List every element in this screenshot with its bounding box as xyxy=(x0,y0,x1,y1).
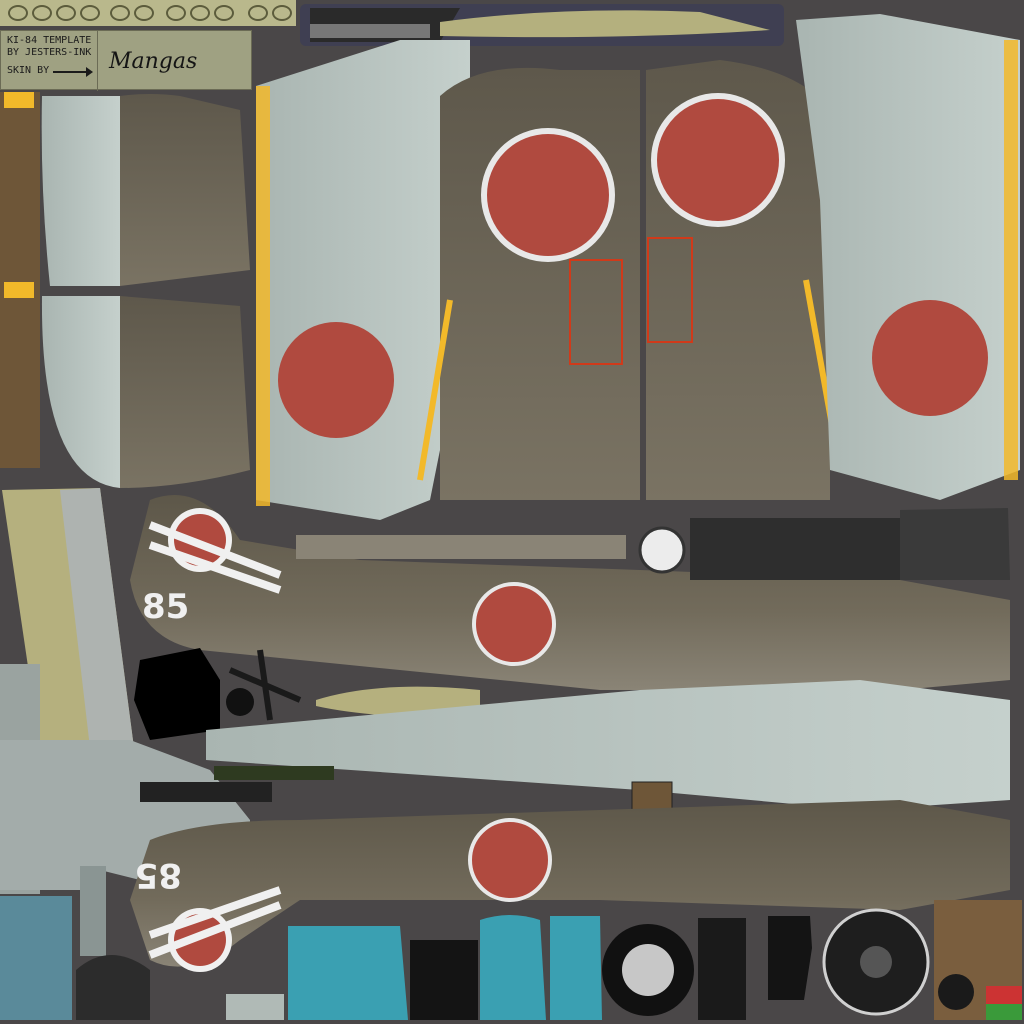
lightening-hole xyxy=(272,5,292,21)
gear-leg xyxy=(80,866,106,956)
tail-wheel xyxy=(638,526,686,574)
cockpit-interior-dark xyxy=(410,940,478,1020)
cockpit-interior-left xyxy=(288,926,408,1020)
canopy-frame-strip xyxy=(300,4,784,46)
lightening-hole xyxy=(110,5,130,21)
tailplane-upper xyxy=(41,94,250,286)
antenna-strip xyxy=(214,766,334,780)
small-panel xyxy=(226,994,284,1020)
template-author: BY JESTERS-INK xyxy=(7,47,92,58)
cowling-front xyxy=(900,508,1010,580)
lightening-hole xyxy=(8,5,28,21)
lightening-hole xyxy=(190,5,210,21)
skin-by-label: SKIN BY xyxy=(7,65,50,76)
wood-panel-hole xyxy=(938,974,974,1010)
lightening-hole xyxy=(166,5,186,21)
lightening-hole xyxy=(32,5,52,21)
lightening-hole xyxy=(248,5,268,21)
engine-hub xyxy=(860,946,892,978)
exhaust-strip xyxy=(140,782,272,802)
propeller xyxy=(228,649,302,721)
template-title: KI-84 TEMPLATE xyxy=(7,35,92,46)
yellow-marker xyxy=(4,92,34,108)
cockpit-seat xyxy=(480,915,546,1020)
fuselage-side-right xyxy=(130,800,1010,972)
yellow-marker xyxy=(4,282,34,298)
black-part xyxy=(134,648,220,740)
lightening-hole xyxy=(134,5,154,21)
fuselage-top-strip xyxy=(296,535,626,559)
fuselage-underside xyxy=(206,680,1010,810)
black-disc xyxy=(226,688,254,716)
fuselage-number-right: 85 xyxy=(135,855,182,895)
rib-strip-top xyxy=(0,0,296,26)
fuselage-side-left xyxy=(130,495,1010,690)
seat-back xyxy=(550,916,602,1020)
cowling-dark xyxy=(690,518,900,580)
arrow-icon xyxy=(53,67,93,77)
tire-tread xyxy=(698,918,746,1020)
wing-upper-right xyxy=(646,60,843,500)
lightening-hole xyxy=(214,5,234,21)
label-divider xyxy=(97,31,98,91)
main-wheel-hub xyxy=(622,944,674,996)
lightening-hole xyxy=(56,5,76,21)
instrument-panel xyxy=(76,955,150,1020)
cockpit-side-panel xyxy=(0,896,72,1020)
skin-author-signature: Mangas xyxy=(109,49,198,74)
right-wing-underside xyxy=(796,14,1020,500)
fuselage-number-left: 85 xyxy=(142,587,189,627)
wing-upper-left xyxy=(417,67,640,501)
gear-strut xyxy=(768,916,812,1000)
color-swatch-green xyxy=(986,1004,1022,1020)
brown-wood-strip xyxy=(0,92,40,468)
tailplane-lower xyxy=(41,296,250,488)
left-wing-underside xyxy=(256,40,470,520)
lightening-hole xyxy=(80,5,100,21)
template-label-overlay: KI-84 TEMPLATE BY JESTERS-INK SKIN BY Ma… xyxy=(0,30,252,91)
